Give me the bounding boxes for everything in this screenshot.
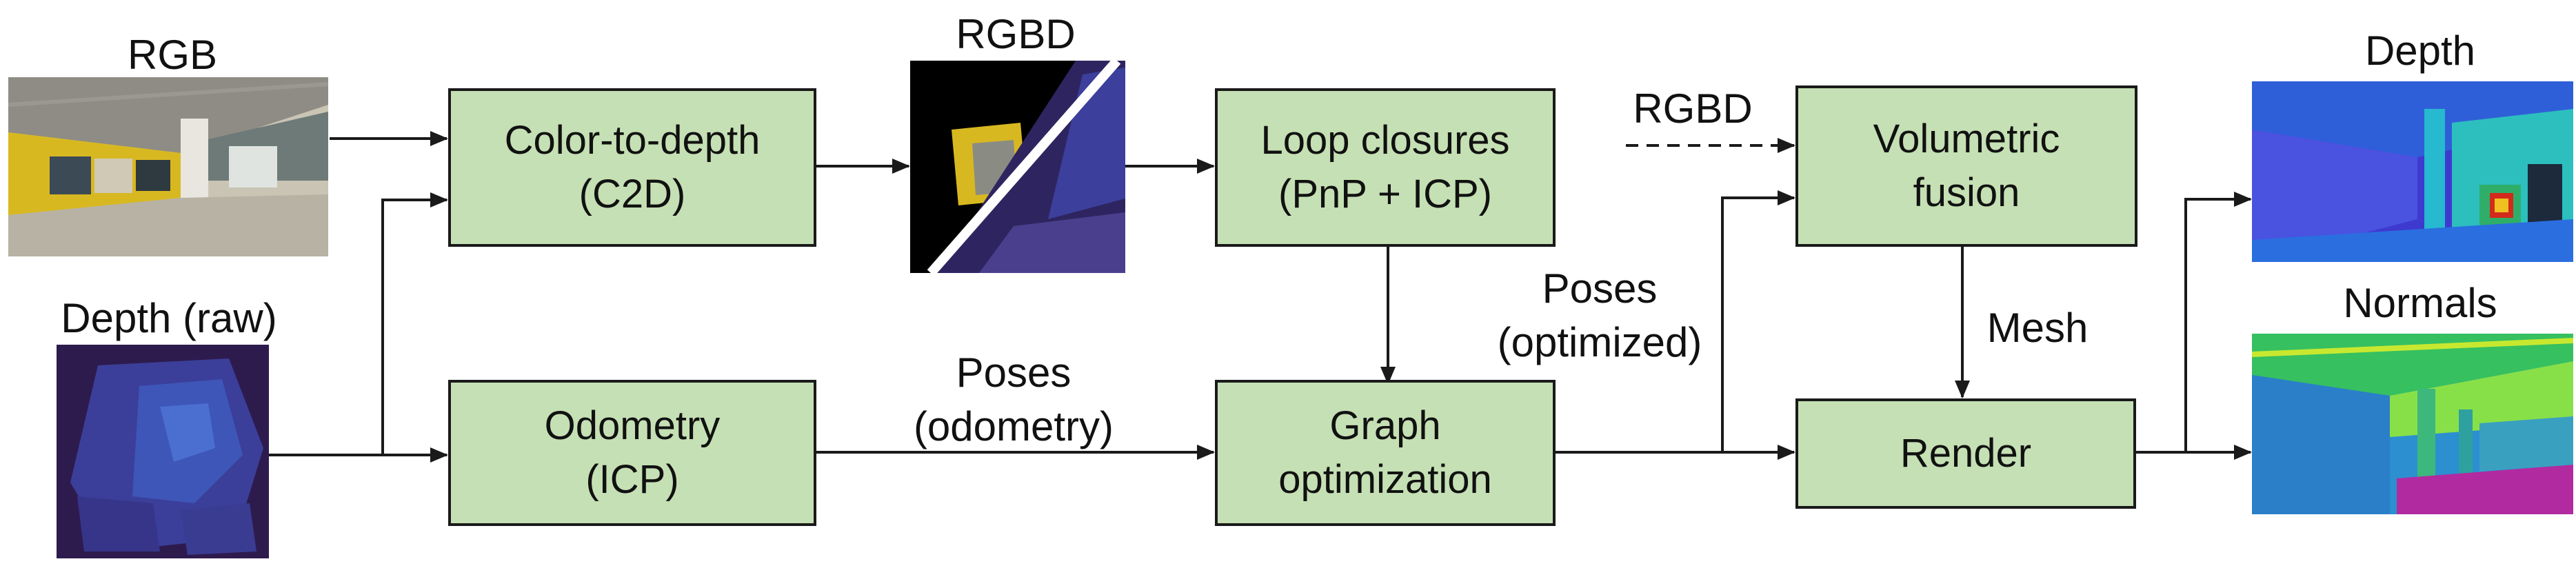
- c2d-subtitle: (C2D): [578, 172, 686, 216]
- rgbd-dashed-label: RGBD: [1633, 85, 1753, 132]
- color-to-depth-box: Color-to-depth (C2D): [448, 88, 816, 247]
- arrow-render-to-depth: [2184, 192, 2252, 452]
- render-box: Render: [1795, 398, 2136, 509]
- depth-raw-image: [57, 345, 269, 558]
- graph-title: Graph: [1329, 403, 1441, 448]
- poses-odometry-line1: Poses: [956, 350, 1071, 396]
- depth-output-label: Depth: [2364, 28, 2476, 74]
- poses-odometry-line2: (odometry): [913, 403, 1114, 449]
- normals-output-image: [2252, 334, 2573, 514]
- poses-optimized-line1: Poses: [1542, 265, 1658, 312]
- normals-output-label: Normals: [2343, 280, 2497, 326]
- render-title: Render: [1900, 430, 2032, 476]
- rgb-label: RGB: [127, 32, 218, 78]
- loop-closures-box: Loop closures (PnP + ICP): [1215, 88, 1556, 247]
- arrow-depth-to-c2d: [381, 192, 448, 455]
- loop-subtitle: (PnP + ICP): [1278, 172, 1492, 216]
- graph-subtitle: optimization: [1278, 457, 1492, 502]
- odometry-subtitle: (ICP): [585, 457, 679, 502]
- fusion-subtitle: fusion: [1913, 170, 2020, 215]
- rgb-image: [8, 77, 328, 256]
- depth-raw-label: Depth (raw): [61, 295, 277, 341]
- poses-optimized-label: Poses (optimized): [1482, 262, 1717, 370]
- depth-output-image: [2252, 81, 2573, 262]
- rgbd-image-label: RGBD: [956, 11, 1076, 57]
- poses-odometry-label: Poses (odometry): [896, 346, 1131, 454]
- loop-title: Loop closures: [1260, 117, 1510, 163]
- graph-optimization-box: Graph optimization: [1215, 380, 1556, 526]
- mesh-label: Mesh: [1986, 305, 2089, 351]
- arrow-graph-to-fusion: [1721, 190, 1795, 452]
- poses-optimized-line2: (optimized): [1497, 319, 1702, 365]
- odometry-title: Odometry: [544, 403, 721, 448]
- c2d-title: Color-to-depth: [504, 117, 761, 163]
- fusion-title: Volumetric: [1873, 116, 2060, 161]
- rgbd-image: [910, 61, 1125, 273]
- volumetric-fusion-box: Volumetric fusion: [1795, 85, 2137, 247]
- odometry-box: Odometry (ICP): [448, 380, 816, 526]
